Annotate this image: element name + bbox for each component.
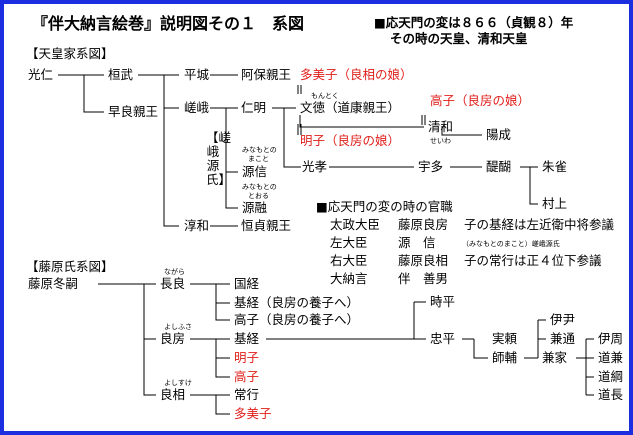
- note-line-1: ■応天門の変は８６６（貞観８）年: [374, 15, 574, 30]
- connector-lines: [58, 74, 594, 415]
- node-sawara: 早良親王: [108, 104, 159, 119]
- node-daigo: 醍醐: [486, 159, 512, 174]
- node-yozei: 陽成: [486, 127, 512, 142]
- node-fuyutsugu: 藤原冬嗣: [28, 276, 79, 291]
- node-mototsune-adopt: 基経（良房の養子へ）: [234, 295, 360, 310]
- ruby-montoku: もんとく: [311, 92, 339, 100]
- ruby-toru-2: とおる: [248, 192, 269, 200]
- official-title-0: 太政大臣: [330, 217, 381, 232]
- ruby-seiwa: せいわ: [430, 137, 451, 145]
- node-minamoto-makoto: 源信: [242, 164, 268, 179]
- node-mototsune: 基経: [234, 331, 260, 346]
- node-koko: 光孝: [302, 159, 328, 174]
- official-note-0: 子の基経は左近衛中将参議: [464, 217, 615, 232]
- node-abo: 阿保親王: [241, 67, 292, 82]
- node-kunitsune: 国経: [234, 276, 260, 291]
- node-suzaku: 朱雀: [542, 159, 568, 174]
- ruby-yoshifusa: よしふさ: [164, 323, 192, 331]
- node-akirakeiko-fujiwara: 明子: [234, 350, 260, 365]
- node-uda: 宇多: [418, 159, 444, 174]
- node-seiwa: 清和: [428, 119, 454, 134]
- node-kaneie: 兼家: [542, 350, 568, 365]
- page-title: 『伴大納言絵巻』説明図その１ 系図: [32, 14, 305, 33]
- node-kanmu: 桓武: [108, 67, 134, 82]
- ruby-makoto-1: みなもとの: [242, 146, 277, 154]
- label-saga-genji: 【嵯峨源氏】: [206, 130, 232, 187]
- ruby-yoshimi: よしすけ: [164, 379, 192, 387]
- node-konin: 光仁: [28, 67, 54, 82]
- node-yoshifusa: 良房: [160, 331, 186, 346]
- ruby-toru-1: みなもとの: [242, 183, 277, 191]
- node-nagara: 長良: [160, 276, 186, 291]
- node-takaiko-emperor: 高子（良房の娘）: [430, 93, 531, 108]
- official-side-note: （みなもとのまこと）嵯峨源氏: [462, 240, 560, 248]
- official-title-3: 大納言: [330, 271, 368, 286]
- official-note-2: 子の常行は正４位下参議: [464, 253, 602, 268]
- node-kanemichi: 兼通: [550, 331, 576, 346]
- node-yoshimi: 良相: [160, 387, 186, 402]
- official-name-0: 藤原良房: [398, 217, 449, 232]
- node-korechika: 伊周: [598, 331, 624, 346]
- emperor-section-header: 【天皇家系図】: [26, 46, 114, 61]
- node-tamiko-emperor: 多美子（良相の娘）: [300, 67, 413, 82]
- node-michikane: 道兼: [598, 350, 624, 365]
- node-junna: 淳和: [184, 218, 210, 233]
- official-name-1: 源 信: [398, 235, 436, 250]
- node-tsuneyuki: 常行: [234, 387, 260, 402]
- note-line-2: その時の天皇、清和天皇: [390, 31, 528, 46]
- node-heizei: 平城: [184, 67, 210, 82]
- ruby-makoto-2: まこと: [248, 155, 269, 163]
- node-takaiko-adopt: 高子（良房の養子へ）: [234, 312, 360, 327]
- node-saneyori: 実頼: [492, 331, 518, 346]
- node-michitsuna: 道綱: [598, 369, 624, 384]
- official-name-3: 伴 善男: [398, 271, 449, 286]
- node-murakami: 村上: [542, 196, 568, 211]
- node-tamiko-fujiwara: 多美子: [234, 406, 272, 421]
- node-tadahira: 忠平: [430, 331, 456, 346]
- node-michinaga: 道長: [598, 387, 624, 402]
- node-takaiko-fujiwara: 高子: [234, 369, 260, 384]
- official-title-1: 左大臣: [330, 235, 368, 250]
- node-tokihira: 時平: [430, 294, 456, 309]
- node-montoku: 文徳（道康親王）: [300, 100, 401, 115]
- node-morosuke: 師輔: [492, 350, 518, 365]
- node-koretada: 伊尹: [550, 312, 576, 327]
- node-saga: 嵯峨: [184, 100, 210, 115]
- node-minamoto-toru: 源融: [242, 200, 268, 215]
- ruby-nagara: ながら: [164, 268, 185, 276]
- node-tsunesada: 恒貞親王: [241, 218, 292, 233]
- node-akirakeiko-emperor: 明子（良房の娘）: [300, 133, 401, 148]
- official-name-2: 藤原良相: [398, 253, 449, 268]
- officials-header: ■応天門の変の時の官職: [316, 199, 453, 214]
- node-ninmyo: 仁明: [241, 100, 267, 115]
- official-title-2: 右大臣: [330, 253, 368, 268]
- fujiwara-section-header: 【藤原氏系図】: [26, 259, 114, 274]
